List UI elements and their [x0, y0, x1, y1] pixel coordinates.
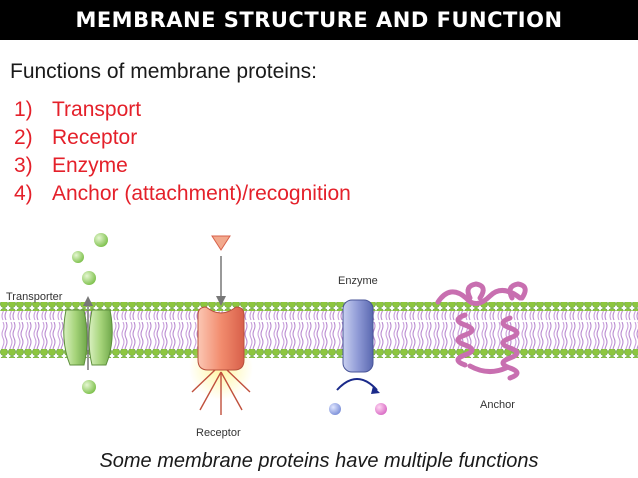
- slide-title-bar: MEMBRANE STRUCTURE AND FUNCTION: [0, 0, 638, 40]
- arrow-icon: [371, 386, 380, 394]
- list-item: 3)Enzyme: [14, 152, 351, 180]
- function-label: Transport: [52, 98, 142, 121]
- receptor-protein: Receptor: [189, 235, 253, 439]
- footer-note: Some membrane proteins have multiple fun…: [99, 450, 539, 472]
- transporter-protein: Transporter: [6, 233, 113, 394]
- list-item: 4)Anchor (attachment)/recognition: [14, 180, 351, 208]
- function-label: Anchor (attachment)/recognition: [52, 182, 351, 205]
- receptor-label: Receptor: [196, 427, 241, 439]
- molecule-icon: [82, 271, 96, 285]
- molecule-icon: [72, 251, 84, 263]
- membrane-protein-diagram: Transporter Receptor Enzyme Ancho: [0, 233, 638, 439]
- anchor-label: Anchor: [480, 399, 515, 411]
- transporter-label: Transporter: [6, 291, 63, 303]
- intro-text: Functions of membrane proteins:: [10, 60, 317, 83]
- list-item: 2)Receptor: [14, 124, 351, 152]
- molecule-icon: [375, 403, 387, 415]
- function-list: 1)Transport 2)Receptor 3)Enzyme 4)Anchor…: [14, 96, 351, 208]
- anchor-protein: Anchor: [435, 281, 528, 411]
- enzyme-protein: Enzyme: [329, 275, 387, 415]
- molecule-icon: [94, 233, 108, 247]
- molecule-icon: [329, 403, 341, 415]
- function-label: Enzyme: [52, 154, 128, 177]
- list-item: 1)Transport: [14, 96, 351, 124]
- enzyme-label: Enzyme: [338, 275, 378, 287]
- molecule-icon: [82, 380, 96, 394]
- slide-title: MEMBRANE STRUCTURE AND FUNCTION: [75, 8, 563, 32]
- function-label: Receptor: [52, 126, 138, 149]
